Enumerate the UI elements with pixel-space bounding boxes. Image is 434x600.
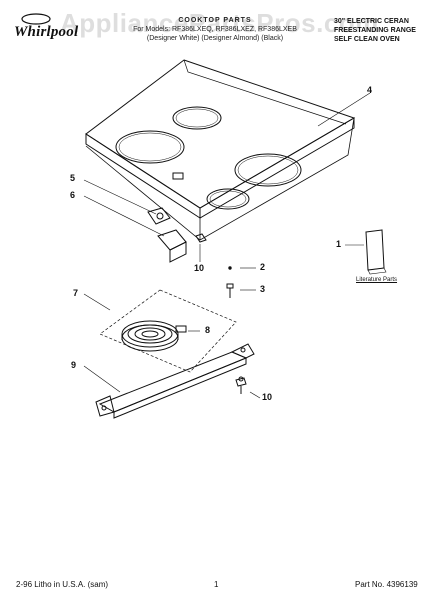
element-support-bracket xyxy=(95,343,255,419)
callout-4: 4 xyxy=(367,85,373,95)
cooktop-assembly xyxy=(85,59,356,241)
callout-7: 7 xyxy=(73,288,79,298)
product-description: 30" ELECTRIC CERAN FREESTANDING RANGE SE… xyxy=(334,17,430,44)
diagram-title: COOKTOP PARTS xyxy=(178,17,252,24)
cooktop-side-edge xyxy=(199,117,355,219)
callout-6: 6 xyxy=(70,190,76,200)
product-line-1: 30" ELECTRIC CERAN xyxy=(334,18,409,25)
color-list: (Designer White) (Designer Almond) (Blac… xyxy=(146,35,284,42)
callout-3: 3 xyxy=(260,284,266,294)
product-line-3: SELF CLEAN OVEN xyxy=(334,36,400,43)
footer-part-number: Part No. 4396139 xyxy=(355,580,418,589)
bracket-mount-screw xyxy=(235,376,247,394)
limiter-bracket-parts xyxy=(147,207,207,263)
footer-page-number: 1 xyxy=(214,580,219,589)
screw-parts xyxy=(226,266,234,298)
whirlpool-logo: Whirlpool xyxy=(14,12,80,42)
bracket-screw xyxy=(195,233,207,243)
callout-2: 2 xyxy=(260,262,266,272)
burner-small-rear-left xyxy=(172,106,222,130)
burner-large-right xyxy=(234,153,302,187)
diagram-header: COOKTOP PARTS For Models: RF386LXEQ, RF3… xyxy=(95,16,335,43)
screw-head xyxy=(226,283,234,289)
limiter-switch xyxy=(147,207,171,225)
burner-large-front-left xyxy=(115,130,185,164)
footer-print-info: 2-96 Litho in U.S.A. (sam) xyxy=(16,580,109,589)
product-line-2: FREESTANDING RANGE xyxy=(334,27,416,34)
callout-10-lower: 10 xyxy=(262,392,273,402)
callout-10-upper: 10 xyxy=(194,263,205,273)
callout-8: 8 xyxy=(205,325,211,335)
brand-name: Whirlpool xyxy=(14,24,79,40)
element-dashed-outline xyxy=(99,289,237,373)
literature-booklet xyxy=(365,229,387,275)
limiter-bracket xyxy=(157,229,187,251)
radiant-surface-element xyxy=(121,320,187,352)
literature-parts-label: Literature Parts xyxy=(356,277,398,283)
callout-5: 5 xyxy=(70,173,76,183)
leader-lines xyxy=(83,92,371,399)
model-list: For Models: RF386LXEQ, RF386LXEZ, RF386L… xyxy=(133,26,297,33)
callout-1: 1 xyxy=(336,239,342,249)
callout-9: 9 xyxy=(71,360,77,370)
hot-surface-indicator xyxy=(172,172,184,180)
logo-swoosh-icon xyxy=(21,13,51,25)
burner-small-front-right xyxy=(206,188,250,210)
